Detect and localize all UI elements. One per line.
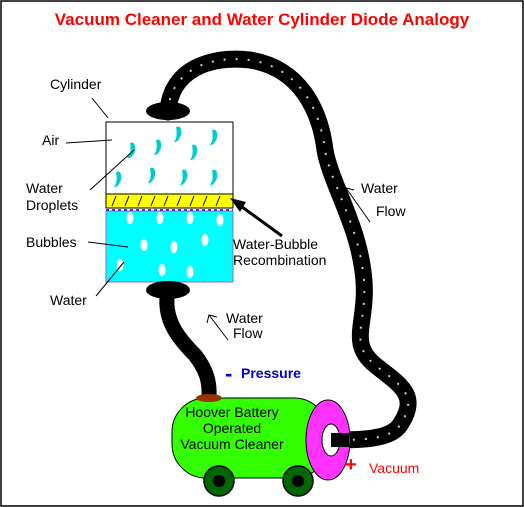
- label-pressure: Pressure: [241, 365, 301, 381]
- diagram-title: Vacuum Cleaner and Water Cylinder Diode …: [55, 10, 470, 29]
- pointer-bubbles: [87, 241, 129, 248]
- arrow-flow-left: [208, 314, 229, 341]
- wheel-right: [282, 465, 314, 497]
- cylinder-top-cap: [146, 102, 190, 120]
- label-flow-left-line-2: Flow: [233, 325, 263, 341]
- junction-hatching: [111, 195, 221, 207]
- vacuum-sign: +: [345, 454, 357, 476]
- label-recombination-line-2: Recombination: [233, 252, 326, 268]
- label-recombination-line-1: Water-Bubble: [233, 236, 318, 252]
- arrow-flow-left-head: [206, 314, 218, 324]
- water-droplets: [114, 126, 218, 188]
- pointer-water-droplets: [89, 149, 135, 191]
- label-vacuum: Vacuum: [369, 460, 419, 476]
- pointer-recombination: [237, 202, 283, 238]
- pointer-cylinder: [91, 97, 109, 119]
- pressure-sign: -: [225, 361, 232, 386]
- label-bubbles: Bubbles: [26, 234, 77, 250]
- bubbles: [116, 212, 224, 278]
- intake-hose: [159, 282, 217, 404]
- label-flow-left-line-1: Water: [226, 310, 263, 326]
- arrow-flow-right: [345, 187, 371, 223]
- return-hose: [159, 50, 417, 449]
- arrow-flow-right-head: [342, 187, 355, 197]
- label-water-droplets-line-2: Droplets: [26, 197, 78, 213]
- vacuum-outlet: [331, 433, 349, 447]
- pointer-air: [65, 139, 113, 144]
- label-flow-right-line-2: Flow: [376, 203, 406, 219]
- cleaner-label-line-2: Operated: [203, 420, 261, 436]
- pointer-water: [95, 261, 125, 297]
- label-air: Air: [42, 132, 59, 148]
- pointer-recombination-head: [230, 198, 246, 212]
- wheel-left: [203, 465, 235, 497]
- label-water-droplets-line-1: Water: [26, 180, 63, 196]
- vacuum-nozzle: [196, 394, 222, 402]
- label-flow-right-line-1: Water: [361, 180, 398, 196]
- label-water: Water: [50, 292, 87, 308]
- label-cylinder: Cylinder: [50, 76, 102, 92]
- cylinder-bottom-cap: [146, 281, 190, 299]
- cleaner-label-line-1: Hoover Battery: [185, 404, 278, 420]
- cleaner-label-line-3: Vacuum Cleaner: [180, 436, 284, 452]
